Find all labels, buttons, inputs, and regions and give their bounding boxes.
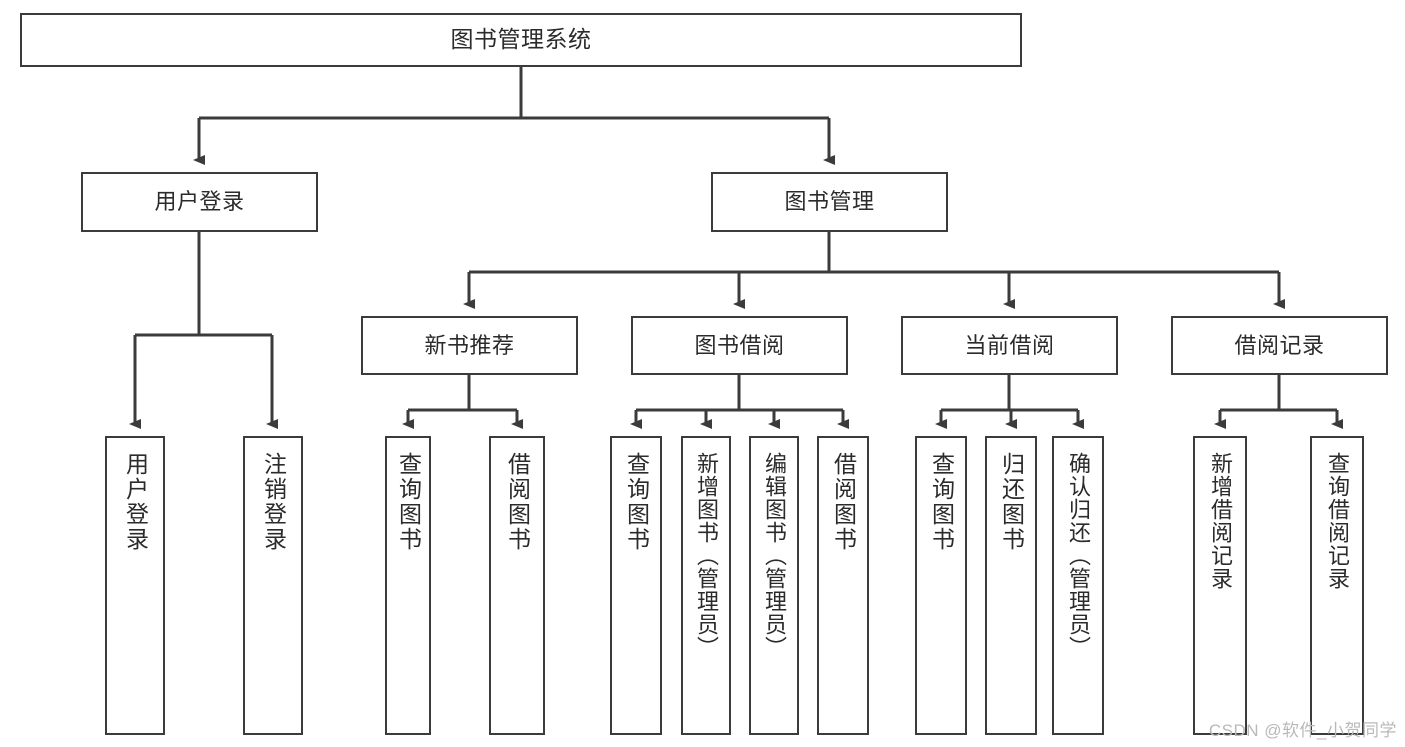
leaf-user-login-label: 用户登录 <box>122 452 149 552</box>
leaf-query-borrow-record-label: 查询借阅记录 <box>1325 452 1350 590</box>
node-book-borrow-label: 图书借阅 <box>694 332 785 358</box>
leaf-borrow-book-new[interactable]: 借阅图书 <box>489 436 545 735</box>
watermark: CSDN @软件_小贺同学 <box>1208 721 1397 740</box>
leaf-query-book-new[interactable]: 查询图书 <box>385 436 431 735</box>
node-root-label: 图书管理系统 <box>450 26 592 53</box>
leaf-logout-label: 注销登录 <box>260 452 287 552</box>
leaf-query-book-borrow[interactable]: 查询图书 <box>610 436 662 735</box>
leaf-logout[interactable]: 注销登录 <box>243 436 303 735</box>
leaf-borrow-book[interactable]: 借阅图书 <box>817 436 869 735</box>
node-root[interactable]: 图书管理系统 <box>20 13 1022 67</box>
leaf-return-book[interactable]: 归还图书 <box>985 436 1037 735</box>
node-new-book-recommend[interactable]: 新书推荐 <box>361 316 578 375</box>
leaf-query-book-current-label: 查询图书 <box>928 452 955 552</box>
node-book-borrow[interactable]: 图书借阅 <box>631 316 848 375</box>
leaf-add-borrow-record-label: 新增借阅记录 <box>1208 452 1233 590</box>
node-new-book-recommend-label: 新书推荐 <box>424 332 515 358</box>
leaf-query-borrow-record[interactable]: 查询借阅记录 <box>1310 436 1364 735</box>
node-book-management[interactable]: 图书管理 <box>711 172 948 232</box>
leaf-add-borrow-record[interactable]: 新增借阅记录 <box>1193 436 1247 735</box>
node-user-login-label: 用户登录 <box>154 189 245 215</box>
leaf-user-login[interactable]: 用户登录 <box>105 436 165 735</box>
leaf-return-book-label: 归还图书 <box>998 452 1025 552</box>
leaf-query-book-new-label: 查询图书 <box>395 452 422 552</box>
node-current-borrow-label: 当前借阅 <box>964 332 1055 358</box>
node-borrow-records[interactable]: 借阅记录 <box>1171 316 1388 375</box>
node-current-borrow[interactable]: 当前借阅 <box>901 316 1118 375</box>
leaf-edit-book-admin[interactable]: 编辑图书（管理员） <box>749 436 799 735</box>
leaf-add-book-admin[interactable]: 新增图书（管理员） <box>681 436 731 735</box>
leaf-borrow-book-label: 借阅图书 <box>830 452 857 552</box>
leaf-query-book-current[interactable]: 查询图书 <box>915 436 967 735</box>
node-book-management-label: 图书管理 <box>784 189 875 215</box>
leaf-query-book-borrow-label: 查询图书 <box>623 452 650 552</box>
leaf-confirm-return-admin-label: 确认归还（管理员） <box>1066 452 1091 659</box>
node-user-login[interactable]: 用户登录 <box>81 172 318 232</box>
leaf-edit-book-admin-label: 编辑图书（管理员） <box>762 452 787 659</box>
leaf-confirm-return-admin[interactable]: 确认归还（管理员） <box>1052 436 1104 735</box>
leaf-add-book-admin-label: 新增图书（管理员） <box>694 452 719 659</box>
node-borrow-records-label: 借阅记录 <box>1234 332 1325 358</box>
leaf-borrow-book-new-label: 借阅图书 <box>504 452 531 552</box>
